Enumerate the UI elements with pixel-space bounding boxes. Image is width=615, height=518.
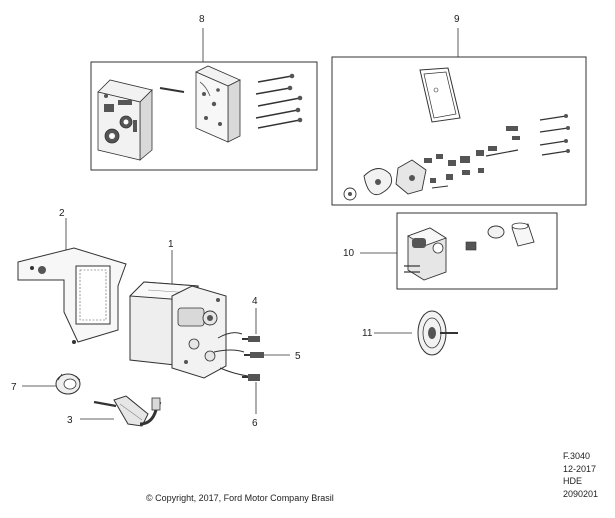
figure-ref: 2090201 [563, 488, 599, 499]
callout-2-label: 2 [59, 208, 65, 219]
valve-housing-part [97, 79, 153, 161]
fitting-5-part [244, 352, 264, 358]
callout-1-label: 1 [168, 239, 174, 250]
nut-part [55, 373, 81, 395]
callout-3-label: 3 [67, 415, 73, 426]
actuator-part [407, 227, 447, 281]
item-4-group: 4 [242, 296, 260, 342]
fitting-4-part [242, 336, 260, 342]
callout-11-label: 11 [362, 328, 373, 339]
callout-7-label: 7 [11, 382, 17, 393]
rod-part [159, 87, 185, 93]
figure-code: F.3040 [563, 451, 591, 461]
bolt-heads-8 [287, 73, 303, 123]
kit-8-frame [90, 61, 318, 171]
sleeve-10 [511, 222, 535, 247]
item-2-group: 2 [17, 208, 127, 344]
item-7-group: 7 [11, 373, 81, 395]
figure-group: HDE [563, 476, 583, 486]
callout-6-label: 6 [252, 418, 258, 429]
valve-unit-part [128, 281, 227, 379]
item-6-group: 6 [242, 374, 260, 429]
fitting-10 [465, 225, 505, 251]
callout-8-label: 8 [199, 14, 205, 25]
bolts-9-part [539, 115, 569, 156]
callout-9-label: 9 [454, 14, 460, 25]
bolts-8-part [255, 75, 301, 129]
callout-10-label: 10 [343, 248, 355, 259]
kit-10-frame [396, 212, 558, 290]
valve-plate-part [195, 65, 241, 143]
bolt-heads-9 [564, 114, 570, 153]
callout-5-label: 5 [295, 351, 301, 362]
kit-10-group: 10 [343, 212, 558, 290]
figure-date: 12-2017 [563, 463, 597, 474]
item-11-group: 11 [362, 310, 458, 356]
fitting-6-part [242, 374, 260, 381]
copyright-notice: © Copyright, 2017, Ford Motor Company Br… [146, 493, 334, 503]
item-1-group: 1 [128, 239, 227, 379]
bracket-part [17, 247, 127, 344]
diaphragm-part [417, 310, 458, 356]
assembly-arrows [213, 332, 249, 377]
kit-9-frame [331, 56, 587, 206]
small-parts-9 [343, 126, 520, 201]
callout-4-label: 4 [252, 296, 258, 307]
sensor-part [93, 395, 162, 427]
item-5-group: 5 [244, 351, 301, 362]
gasket-part [419, 67, 461, 123]
item-3-group: 3 [67, 395, 162, 427]
screws-10 [404, 265, 420, 273]
figure-meta: F.3040 12-2017 HDE 2090201 [563, 450, 598, 500]
kit-8-group: 8 [90, 14, 318, 171]
kit-9-group: 9 [331, 14, 587, 206]
